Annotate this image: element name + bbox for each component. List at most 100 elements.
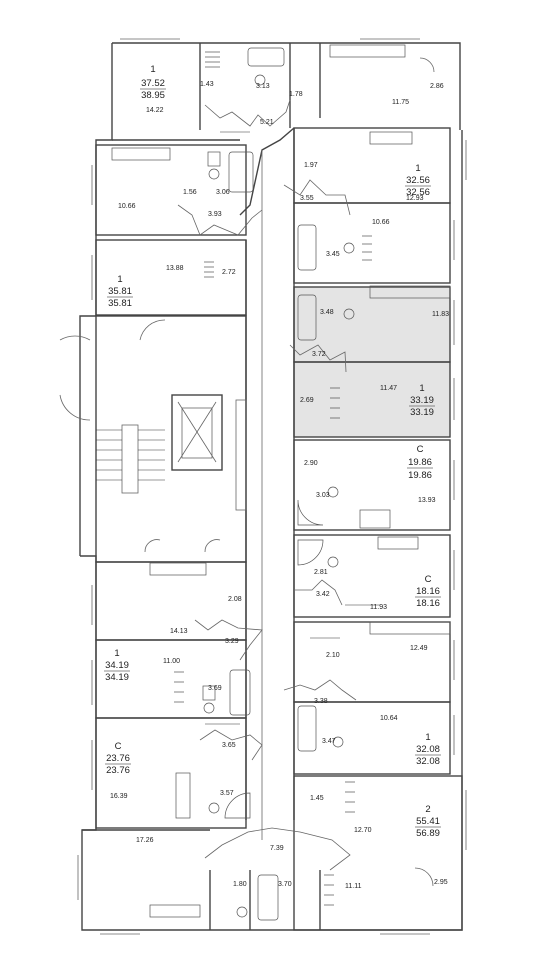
room-area: 3.29	[225, 638, 239, 645]
room-area: 3.48	[320, 309, 334, 316]
room-area: 1.56	[183, 189, 197, 196]
svg-text:С: С	[425, 574, 432, 585]
svg-text:38.95: 38.95	[141, 90, 165, 101]
room-area: 13.93	[418, 497, 436, 504]
room-area: 3.45	[326, 251, 340, 258]
room-area: 14.13	[170, 628, 188, 635]
svg-text:23.76: 23.76	[106, 753, 130, 764]
room-area: 2.81	[314, 569, 328, 576]
room-area: 2.69	[300, 397, 314, 404]
room-area: 1.80	[233, 881, 247, 888]
room-area: 3.93	[208, 211, 222, 218]
room-area: 2.90	[304, 460, 318, 467]
room-area: 13.88	[166, 265, 184, 272]
svg-text:2: 2	[425, 804, 430, 815]
right-apartments	[82, 127, 463, 931]
svg-text:19.86: 19.86	[408, 457, 432, 468]
apartment-label-a6[interactable]: С 18.16 18.16	[415, 574, 441, 609]
svg-text:37.52: 37.52	[141, 78, 165, 89]
room-area: 2.10	[326, 652, 340, 659]
svg-text:35.81: 35.81	[108, 286, 132, 297]
apartment-label-a4[interactable]: 1 33.19 33.19	[409, 383, 435, 418]
svg-text:1: 1	[114, 648, 119, 659]
room-area: 11.75	[392, 99, 409, 106]
apartment-labels: 1 37.52 38.95 1 32.56 32.56 1 35.81 35.8…	[104, 64, 441, 839]
room-area: 7.39	[270, 845, 284, 852]
doors	[177, 57, 435, 887]
room-area: 11.11	[345, 883, 362, 890]
room-area: 3.13	[256, 83, 270, 90]
room-area: 3.69	[208, 685, 222, 692]
svg-text:1: 1	[425, 732, 430, 743]
svg-text:55.41: 55.41	[416, 816, 440, 827]
room-area: 3.55	[300, 195, 314, 202]
svg-text:32.08: 32.08	[416, 744, 440, 755]
room-area: 14.22	[146, 107, 164, 114]
room-area: 2.86	[430, 83, 444, 90]
svg-text:32.56: 32.56	[406, 187, 430, 198]
room-area: 10.66	[372, 219, 390, 226]
svg-text:23.76: 23.76	[106, 765, 130, 776]
svg-text:33.19: 33.19	[410, 407, 434, 418]
apartment-label-a9[interactable]: С 23.76 23.76	[105, 741, 131, 776]
svg-text:34.19: 34.19	[105, 672, 129, 683]
room-area: 12.49	[410, 645, 428, 652]
svg-text:19.86: 19.86	[408, 470, 432, 481]
room-area: 2.95	[434, 879, 448, 886]
svg-text:18.16: 18.16	[416, 586, 440, 597]
room-area: 10.64	[380, 715, 398, 722]
svg-text:1: 1	[419, 383, 424, 394]
room-area-labels: 1.43 3.13 1.78 5.21 14.22 11.75 2.86 1.9…	[110, 81, 449, 890]
room-area: 1.45	[310, 795, 324, 802]
apartment-label-a7[interactable]: 1 34.19 34.19	[104, 648, 130, 683]
corridor	[239, 127, 295, 840]
svg-text:18.16: 18.16	[416, 598, 440, 609]
svg-text:33.19: 33.19	[410, 395, 434, 406]
room-area: 10.66	[118, 203, 136, 210]
stairwell	[59, 315, 247, 563]
room-area: 5.21	[260, 119, 274, 126]
closets	[174, 51, 380, 906]
svg-text:56.89: 56.89	[416, 828, 440, 839]
room-area: 3.70	[278, 881, 292, 888]
room-area: 1.43	[200, 81, 214, 88]
apartment-label-a8[interactable]: 1 32.08 32.08	[415, 732, 441, 767]
svg-text:С: С	[115, 741, 122, 752]
room-area: 1.78	[289, 91, 303, 98]
room-area: 3.38	[314, 698, 328, 705]
outer-walls	[79, 42, 463, 931]
svg-text:1: 1	[117, 274, 122, 285]
room-area: 3.03	[316, 492, 330, 499]
room-area: 2.72	[222, 269, 236, 276]
room-area: 12.93	[406, 195, 424, 202]
room-area: 17.26	[136, 837, 154, 844]
room-area: 3.57	[220, 790, 234, 797]
apartment-label-a3[interactable]: 1 35.81 35.81	[107, 274, 133, 309]
room-area: 11.93	[370, 604, 387, 611]
svg-text:С: С	[417, 444, 424, 455]
svg-text:1: 1	[150, 64, 155, 75]
apartment-label-a10[interactable]: 2 55.41 56.89	[415, 804, 441, 839]
room-area: 3.42	[316, 591, 330, 598]
apartment-label-a2[interactable]: 1 32.56 32.56	[405, 163, 431, 198]
room-area: 3.72	[312, 351, 326, 358]
room-area: 12.70	[354, 827, 372, 834]
svg-text:32.56: 32.56	[406, 175, 430, 186]
room-area: 11.00	[163, 658, 180, 665]
fixtures	[202, 47, 355, 921]
room-area: 2.08	[228, 596, 242, 603]
svg-text:1: 1	[415, 163, 420, 174]
svg-text:34.19: 34.19	[105, 660, 129, 671]
apartment-label-a1[interactable]: 1 37.52 38.95	[140, 64, 166, 101]
room-area: 11.47	[380, 385, 397, 392]
room-area: 1.97	[304, 162, 318, 169]
room-area: 3.65	[222, 742, 236, 749]
room-area: 3.47	[322, 738, 336, 745]
left-apartments	[95, 43, 321, 829]
apartment-label-a5[interactable]: С 19.86 19.86	[407, 444, 433, 481]
room-area: 16.39	[110, 793, 128, 800]
room-area: 11.83	[432, 311, 449, 318]
windows	[77, 38, 467, 935]
room-area: 3.06	[216, 189, 230, 196]
